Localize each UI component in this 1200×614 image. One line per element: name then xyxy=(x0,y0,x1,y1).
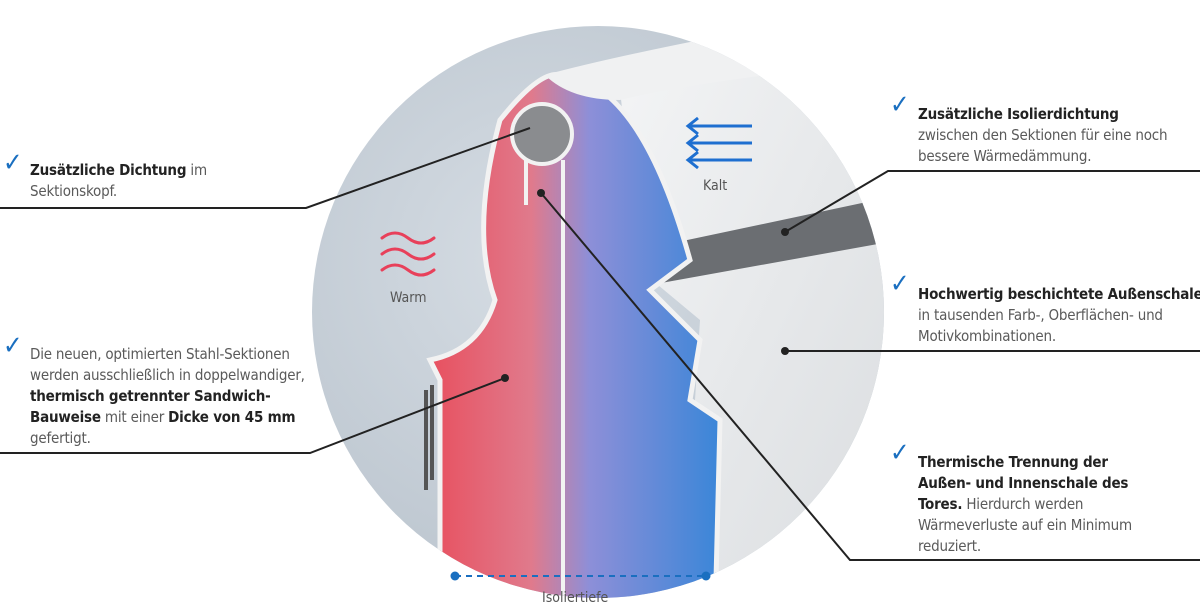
callout-sandwich: Die neuen, optimierten Stahl-Sektionen w… xyxy=(30,345,305,447)
depth-label: Isoliertiefe xyxy=(542,590,609,606)
cold-arrows-icon xyxy=(685,116,752,170)
cold-label: Kalt xyxy=(703,178,728,194)
head-seal xyxy=(510,102,574,166)
isolation-seal xyxy=(640,195,884,285)
check-icon: ✓ xyxy=(890,90,910,120)
check-icon: ✓ xyxy=(3,331,23,361)
check-icon: ✓ xyxy=(3,148,23,178)
callout-outer-shell: Hochwertig beschichtete Außenschale in t… xyxy=(918,285,1200,345)
callout-head-seal: Zusätzliche Dichtung im Sektionskopf. xyxy=(30,161,207,200)
warm-waves-icon xyxy=(380,231,436,277)
callout-thermal-break: Thermische Trennung der Außen- und Innen… xyxy=(918,453,1132,555)
check-icon: ✓ xyxy=(890,269,910,299)
check-icon: ✓ xyxy=(890,438,910,468)
callout-isolation-seal: Zusätzliche Isolierdichtung zwischen den… xyxy=(918,105,1168,165)
leader-lines xyxy=(0,127,1200,561)
depth-indicator xyxy=(450,571,711,581)
section-circle xyxy=(312,26,884,598)
warm-label: Warm xyxy=(390,290,427,306)
outer-shell xyxy=(620,26,884,598)
